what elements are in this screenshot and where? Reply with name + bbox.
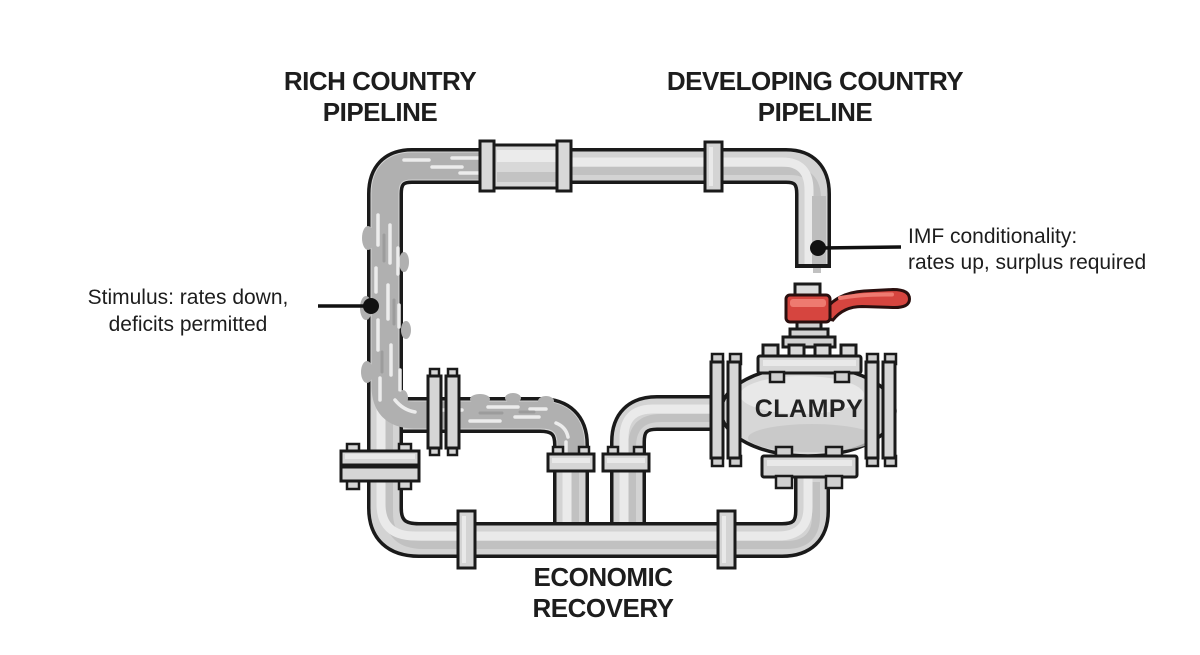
- stimulus-leader-line: [318, 298, 379, 314]
- valve-bottom-flange: [760, 445, 859, 490]
- rich-country-pipeline-label-line2: PIPELINE: [322, 97, 438, 127]
- valve-name-label: CLAMPY: [754, 395, 864, 423]
- stimulus-annotation-line2: deficits permitted: [108, 313, 268, 336]
- bottom-pipe-ring-joint-right: [716, 509, 737, 570]
- fluid-streaks-light: [374, 156, 570, 454]
- valve-body-shadow: [748, 424, 876, 452]
- valve-bonnet-stack: [756, 317, 863, 384]
- imf-leader-line: [810, 240, 902, 256]
- developing-country-pipeline-label-line2: PIPELINE: [757, 97, 873, 127]
- stimulus-branch-flange: [546, 445, 596, 473]
- imf-conditionality-annotation-line2: rates up, surplus required: [908, 251, 1147, 274]
- valve-branch-flange: [601, 445, 651, 473]
- stimulus-annotation-line1: Stimulus: rates down,: [87, 286, 289, 309]
- imf-conditionality-annotation: IMF conditionality: rates up, surplus re…: [908, 224, 1178, 276]
- valve-right-flange: [864, 352, 898, 468]
- fluid-flow: [360, 152, 585, 454]
- valve-left-flange: [709, 352, 743, 468]
- economic-recovery-label-line1: ECONOMIC: [533, 562, 674, 592]
- valve-handle: [784, 282, 912, 324]
- branch-entry-flange: [426, 367, 461, 457]
- rich-country-pipeline-label: RICH COUNTRY PIPELINE: [270, 66, 490, 128]
- rich-country-pipeline-label-line1: RICH COUNTRY: [283, 66, 477, 96]
- valve-branch-pipe: [610, 395, 718, 537]
- fluid-streaks-dark: [380, 233, 536, 415]
- clampy-valve: [709, 282, 912, 490]
- fluid-edge-blobs: [360, 226, 580, 440]
- valve-body-highlight: [740, 376, 864, 414]
- bottom-pipe-ring-joint-left: [456, 509, 477, 570]
- imf-conditionality-annotation-line1: IMF conditionality:: [908, 225, 1078, 248]
- stimulus-leader-dot: [363, 298, 379, 314]
- imf-leader-dot: [810, 240, 826, 256]
- economic-recovery-label-line2: RECOVERY: [532, 593, 674, 623]
- developing-country-pipeline-label: DEVELOPING COUNTRY PIPELINE: [655, 66, 975, 128]
- left-vertical-flange: [339, 442, 421, 491]
- top-pipe-coupling-sleeve: [478, 139, 573, 193]
- developing-country-pipeline-label-line1: DEVELOPING COUNTRY: [666, 66, 964, 96]
- stimulus-annotation: Stimulus: rates down, deficits permitted: [62, 284, 314, 338]
- fluid-stream: [371, 152, 585, 453]
- handle-hub-highlight: [790, 299, 826, 307]
- open-pipe-end-cap: [796, 264, 830, 268]
- top-pipe-ring-joint: [703, 140, 724, 193]
- handle-highlight: [838, 292, 894, 300]
- economic-recovery-label: ECONOMIC RECOVERY: [503, 562, 703, 624]
